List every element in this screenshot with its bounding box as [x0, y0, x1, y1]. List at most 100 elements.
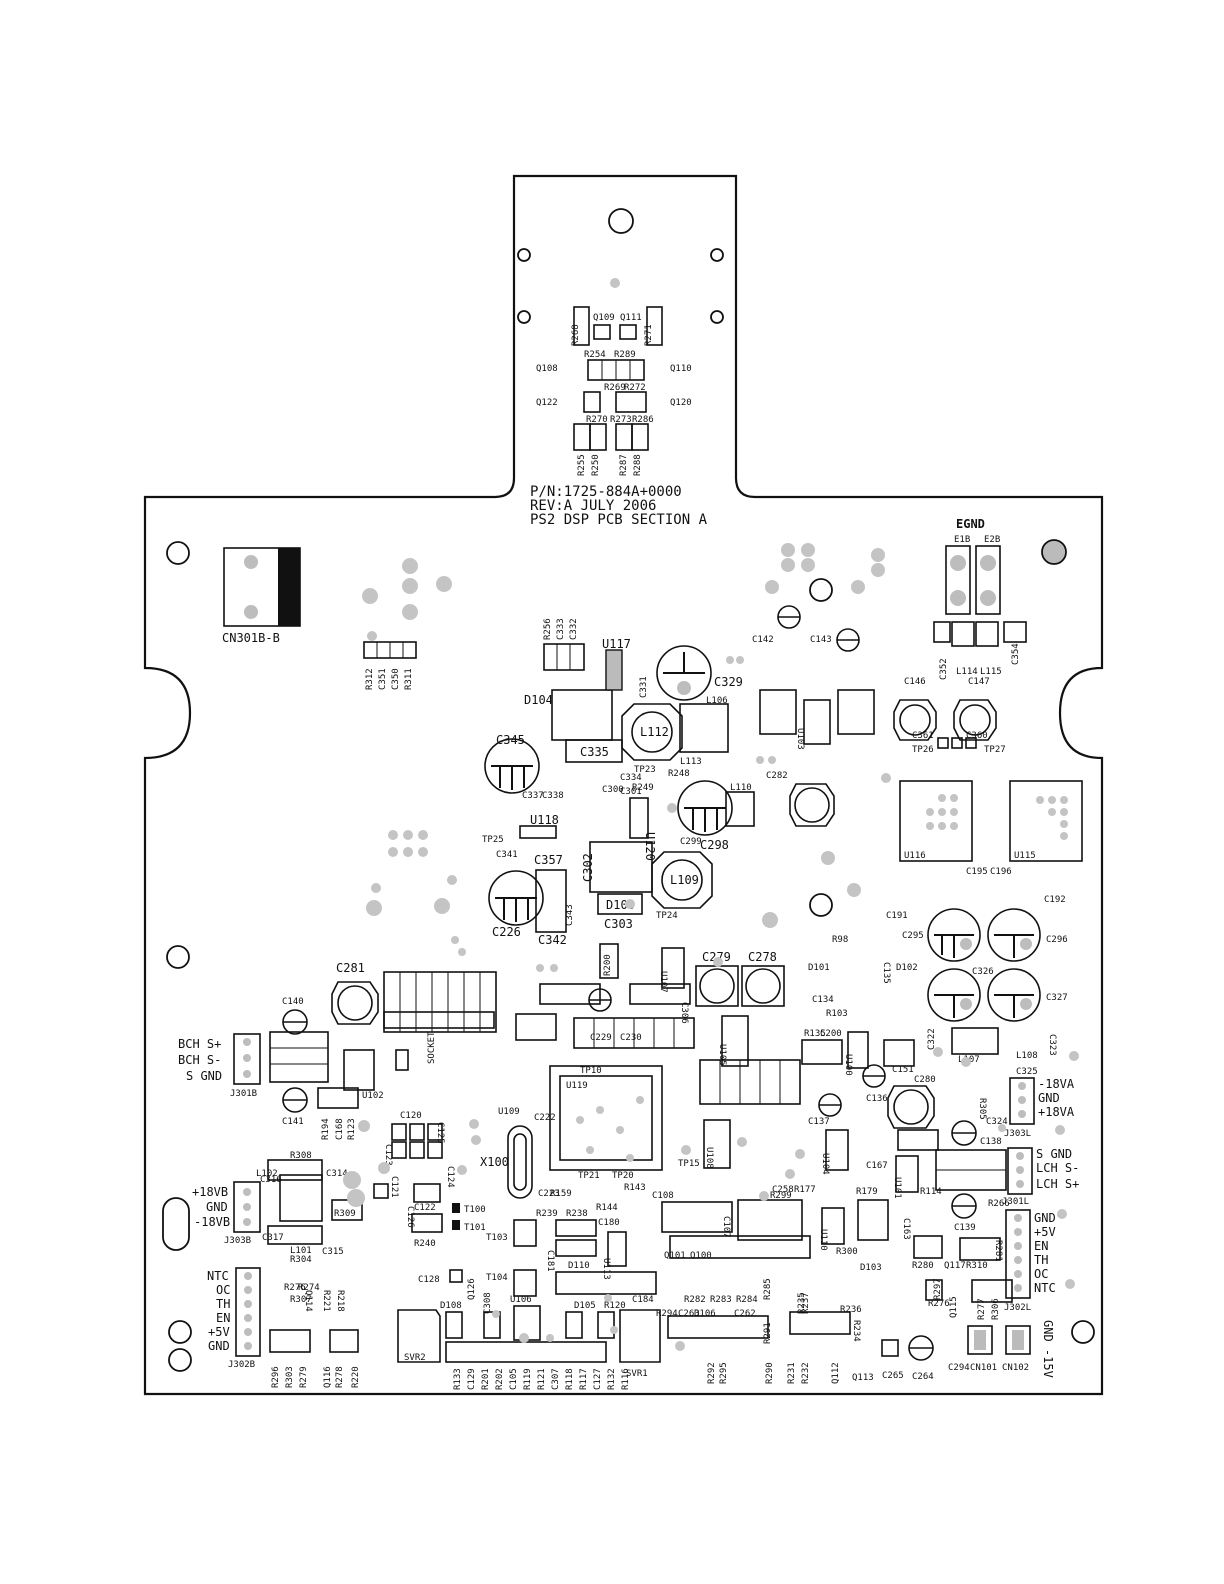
svg-text:C302: C302 [581, 853, 595, 882]
svg-text:C146: C146 [904, 677, 926, 687]
svg-text:U109: U109 [498, 1107, 520, 1117]
hole-left-4 [168, 1348, 192, 1372]
svg-text:C361: C361 [912, 731, 934, 741]
svg-text:D102: D102 [896, 963, 918, 973]
svg-text:TP20: TP20 [612, 1171, 634, 1181]
svg-text:C222: C222 [534, 1113, 556, 1123]
hole-left-1 [166, 541, 190, 565]
svg-text:R179: R179 [856, 1187, 878, 1197]
via [367, 631, 377, 641]
svg-text:C281: C281 [336, 961, 365, 975]
part-number: P/N:1725-884A+0000 [530, 484, 682, 500]
svg-text:C147: C147 [968, 677, 990, 687]
svg-text:C142: C142 [752, 635, 774, 645]
svg-text:R270: R270 [586, 415, 608, 425]
svg-text:TP23: TP23 [634, 765, 656, 775]
cap-c345 [484, 738, 540, 794]
section-name: PS2 DSP PCB SECTION A [530, 512, 708, 528]
via [765, 580, 779, 594]
svg-text:C123: C123 [383, 1144, 393, 1166]
svg-text:C308: C308 [483, 1292, 493, 1314]
svg-text:C163: C163 [901, 1218, 911, 1240]
egnd-group: EGND E1B E2B C352 C354 L114 L115 [933, 517, 1027, 680]
svg-text:C295: C295 [902, 931, 924, 941]
via [471, 1135, 481, 1145]
mid-bottom-group: R239 R238 C180 C181 D110 U113 R159 R143 … [536, 1183, 657, 1305]
svg-text:R292: R292 [707, 1362, 717, 1384]
via [881, 773, 891, 783]
svg-text:R284: R284 [736, 1295, 758, 1305]
via [1048, 796, 1056, 804]
svg-text:R282: R282 [684, 1295, 706, 1305]
svg-text:R254: R254 [584, 350, 606, 360]
svg-text:C263: C263 [678, 1309, 700, 1319]
svg-text:GND: GND [206, 1200, 228, 1214]
svg-text:L112: L112 [640, 725, 669, 739]
svg-text:L114: L114 [956, 667, 978, 677]
svg-text:R311: R311 [404, 668, 414, 690]
svg-text:U103: U103 [795, 728, 805, 750]
svg-text:D103: D103 [860, 1263, 882, 1273]
svg-text:U108: U108 [704, 1147, 714, 1169]
svg-text:C329: C329 [714, 675, 743, 689]
hole-left-2 [166, 945, 190, 969]
svg-text:C181: C181 [545, 1250, 555, 1272]
svg-text:R303: R303 [285, 1366, 295, 1388]
svg-text:R239: R239 [536, 1209, 558, 1219]
svg-text:C352: C352 [939, 658, 949, 680]
svg-text:C314: C314 [326, 1169, 348, 1179]
svg-text:C322: C322 [927, 1028, 937, 1050]
svg-text:TP10: TP10 [580, 1066, 602, 1076]
via [343, 1171, 361, 1189]
svg-text:R232: R232 [801, 1362, 811, 1384]
svg-text:R231: R231 [787, 1362, 797, 1384]
via [851, 580, 865, 594]
svg-text:U105: U105 [717, 1044, 727, 1066]
u103-group: U103 [759, 689, 875, 750]
via [759, 1191, 769, 1201]
svg-text:Q126: Q126 [467, 1278, 477, 1300]
svg-text:R281: R281 [993, 1240, 1003, 1262]
transformers: T100 T101 T103 T104 U106 [452, 1203, 541, 1341]
via [768, 756, 776, 764]
via [737, 1137, 747, 1147]
svg-text:TP25: TP25 [482, 835, 504, 845]
svg-text:U120: U120 [643, 832, 657, 861]
svg-text:C301: C301 [620, 787, 642, 797]
svg-text:Q115: Q115 [949, 1296, 959, 1318]
via [781, 558, 795, 572]
svg-text:U116: U116 [904, 851, 926, 861]
via [402, 558, 418, 574]
svg-text:J301L: J301L [1002, 1197, 1029, 1207]
svg-text:C335: C335 [580, 745, 609, 759]
svg-text:R117: R117 [579, 1368, 589, 1390]
via [938, 822, 946, 830]
svg-text:D106: D106 [694, 1309, 716, 1319]
svg-text:C325: C325 [1016, 1067, 1038, 1077]
svg-text:R250: R250 [591, 454, 601, 476]
cap-c298 [677, 780, 733, 836]
svg-text:U115: U115 [1014, 851, 1036, 861]
svg-text:R177: R177 [794, 1185, 816, 1195]
svg-text:Q111: Q111 [620, 313, 642, 323]
connector-j302b: NTC OC TH EN +5V GND J302B [207, 1267, 261, 1370]
via [926, 822, 934, 830]
svg-text:U118: U118 [530, 813, 559, 827]
svg-text:R269: R269 [604, 383, 626, 393]
svg-text:Q108: Q108 [536, 364, 558, 374]
svg-text:BCH S-: BCH S- [178, 1053, 221, 1067]
hole-left-3 [168, 1320, 192, 1344]
svg-text:R279: R279 [299, 1366, 309, 1388]
via [726, 656, 734, 664]
via [998, 1124, 1006, 1132]
svg-text:T104: T104 [486, 1273, 508, 1283]
svg-text:X100: X100 [480, 1155, 509, 1169]
svg-text:R287: R287 [619, 454, 629, 476]
via [596, 1106, 604, 1114]
hole-right-1 [1041, 539, 1067, 565]
via [821, 851, 835, 865]
svg-text:Q113: Q113 [852, 1373, 874, 1383]
svg-text:C278: C278 [748, 950, 777, 964]
svg-text:R283: R283 [710, 1295, 732, 1305]
svg-text:T100: T100 [464, 1205, 486, 1215]
